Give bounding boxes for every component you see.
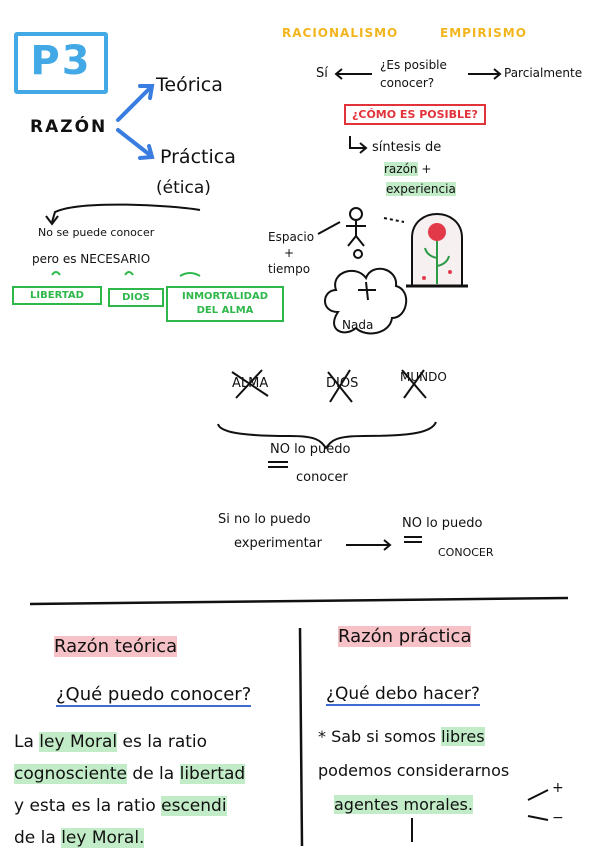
mundo-label: MUNDO bbox=[400, 370, 447, 384]
sintesis-label: síntesis de bbox=[372, 140, 442, 155]
cloud-shape bbox=[324, 267, 407, 335]
dios-crossed-label: DIOS bbox=[326, 376, 359, 391]
como-es-posible-box: ¿CÓMO ES POSIBLE? bbox=[344, 104, 486, 125]
parcialmente-label: Parcialmente bbox=[504, 66, 583, 80]
etica-label: (ética) bbox=[156, 178, 211, 198]
right-column-title: Razón práctica bbox=[338, 626, 472, 647]
nada-label: Nada bbox=[342, 318, 374, 332]
rose-bell-jar-icon bbox=[406, 213, 468, 288]
plus-sign: + bbox=[421, 162, 432, 176]
no-lo-puedo-text: NO lo puedo bbox=[270, 442, 351, 457]
conocer-2-text: CONOCER bbox=[438, 546, 494, 559]
brace bbox=[217, 421, 437, 450]
minus-mark: − bbox=[552, 810, 564, 826]
left-body: La ley Moral es la ratio cognosciente de… bbox=[14, 732, 246, 848]
razon-small-label: razón bbox=[384, 162, 418, 176]
libertad-box: LIBERTAD bbox=[12, 286, 102, 305]
practica-label: Práctica bbox=[160, 146, 236, 168]
dios-box: DIOS bbox=[108, 288, 164, 307]
inmortalidad-box: INMORTALIDAD DEL ALMA bbox=[166, 286, 284, 322]
cross-marks bbox=[231, 369, 427, 403]
si-label: Sí bbox=[316, 66, 328, 81]
stick-figure bbox=[346, 207, 366, 259]
espacio-label: Espacio bbox=[268, 230, 315, 244]
tiempo-label: tiempo bbox=[268, 262, 311, 276]
es-posible-text: ¿Es posible conocer? bbox=[380, 58, 447, 90]
logo-badge: P3 bbox=[14, 32, 108, 94]
racionalismo-label: RACIONALISMO bbox=[282, 26, 399, 40]
conocer-text: conocer bbox=[296, 470, 348, 485]
alma-label: ALMA bbox=[232, 376, 269, 391]
right-question: ¿Qué debo hacer? bbox=[326, 684, 480, 706]
razon-label: RAZÓN bbox=[30, 117, 108, 137]
blue-arrows bbox=[116, 84, 155, 160]
vertical-divider bbox=[298, 627, 304, 847]
left-question: ¿Qué puedo conocer? bbox=[56, 684, 252, 707]
plus-mark: + bbox=[552, 780, 564, 796]
no-se-puede-text: No se puede conocer bbox=[38, 226, 155, 239]
experimentar-text: experimentar bbox=[234, 536, 322, 551]
experiencia-label: experiencia bbox=[386, 182, 456, 196]
left-column-title: Razón teórica bbox=[54, 636, 178, 657]
empirismo-label: EMPIRISMO bbox=[440, 26, 527, 40]
si-no-lo-puedo-text: Si no lo puedo bbox=[218, 512, 311, 527]
right-body: * Sab si somos libres podemos considerar… bbox=[318, 727, 510, 814]
teorica-label: Teórica bbox=[156, 74, 223, 96]
horizontal-divider bbox=[29, 596, 569, 606]
pero-es-text: pero es NECESARIO bbox=[32, 252, 151, 266]
no-lo-puedo-2-text: NO lo puedo bbox=[402, 516, 483, 531]
